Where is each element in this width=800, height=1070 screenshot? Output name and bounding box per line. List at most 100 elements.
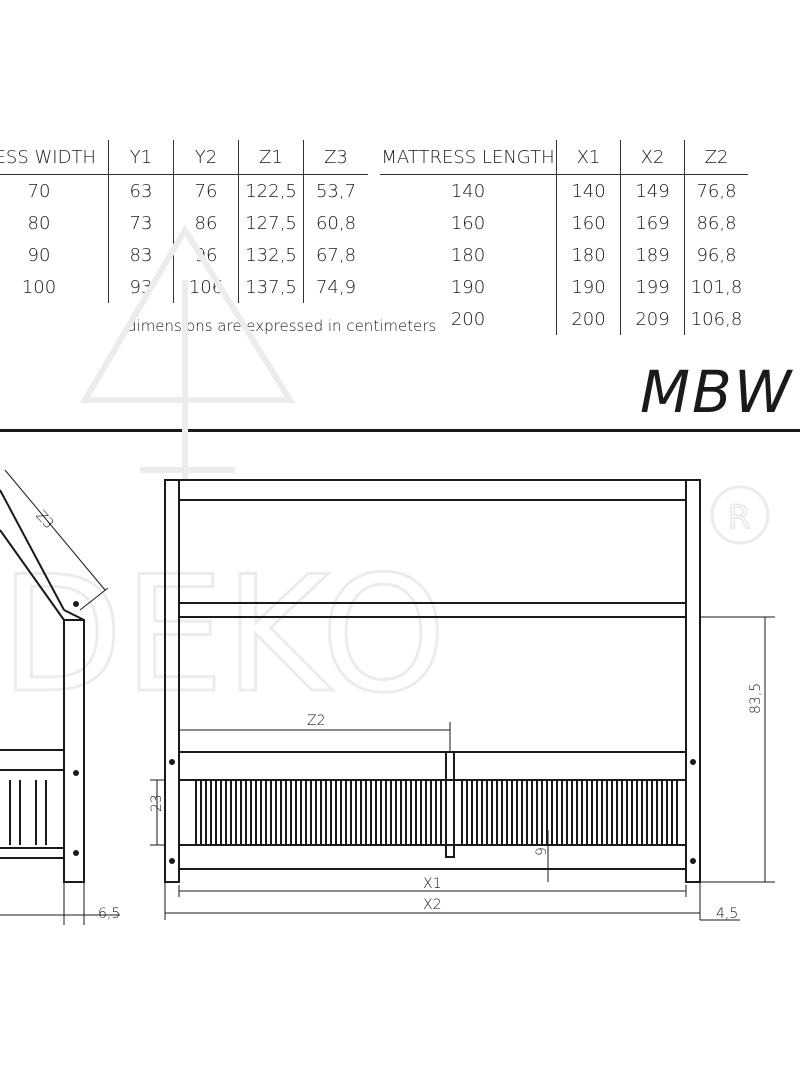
table-cell: 209 — [620, 303, 685, 335]
table-cell: 76 — [173, 174, 239, 207]
slat — [425, 779, 432, 846]
table-header-row: RESS WIDTH Y1 Y2 Z1 Z3 — [0, 140, 368, 175]
slat — [415, 779, 422, 846]
table-cell: 90 — [27, 244, 51, 266]
slat — [205, 779, 212, 846]
slat — [325, 779, 332, 846]
slat — [551, 779, 558, 846]
col-z2: Z2 — [684, 140, 748, 175]
slat — [651, 779, 658, 846]
table-cell: 70 — [27, 180, 51, 202]
slat — [601, 779, 608, 846]
table-cell: 53,7 — [303, 174, 368, 207]
table-row: 140 140 149 76,8 — [380, 174, 748, 207]
table-row: 100 93 106 137,5 74,9 — [0, 271, 368, 303]
table-row: 190 190 199 101,8 — [380, 271, 748, 303]
units-note: dimensions are expressed in centimeters — [127, 317, 437, 335]
slat — [255, 779, 262, 846]
table-cell: 86 — [173, 207, 239, 239]
table-cell: 149 — [620, 174, 685, 207]
slat — [305, 779, 312, 846]
table-cell: 199 — [620, 271, 685, 303]
slat — [661, 779, 668, 846]
watermark: DEKO R — [0, 224, 770, 730]
table-cell: 60,8 — [303, 207, 368, 239]
table-cell: 127,5 — [238, 207, 304, 239]
table-cell: 190 — [450, 276, 486, 298]
table-cell: 106,8 — [684, 303, 748, 335]
table-cell: 200 — [450, 308, 486, 330]
slat — [265, 779, 272, 846]
dim-6-5-label: 6,5 — [98, 906, 120, 922]
table-row: 180 180 189 96,8 — [380, 239, 748, 271]
slat — [501, 779, 508, 846]
slat-group — [195, 779, 678, 846]
slat — [405, 779, 412, 846]
slat — [235, 779, 242, 846]
section-divider — [0, 429, 800, 432]
table-cell: 189 — [620, 239, 685, 271]
slat — [315, 779, 322, 846]
table-cell: 160 — [450, 212, 486, 234]
col-z3: Z3 — [303, 140, 368, 175]
mattress-length-table: MATTRESS LENGTH X1 X2 Z2 140 140 149 76,… — [380, 140, 748, 335]
slat — [195, 779, 202, 846]
dimension-lines — [150, 616, 775, 921]
slat — [295, 779, 302, 846]
table-cell: 160 — [556, 207, 621, 239]
table-header-row: MATTRESS LENGTH X1 X2 Z2 — [380, 140, 748, 175]
table-cell: 80 — [27, 212, 51, 234]
table-row: 70 63 76 122,5 53,7 — [0, 174, 368, 207]
slat — [355, 779, 362, 846]
slat — [611, 779, 618, 846]
col-x2: X2 — [620, 140, 685, 175]
table-cell: 86,8 — [684, 207, 748, 239]
dim-4-5-label: 4,5 — [716, 906, 738, 922]
col-y1: Y1 — [108, 140, 174, 175]
slat — [671, 779, 678, 846]
svg-text:R: R — [728, 498, 750, 536]
slat — [471, 779, 478, 846]
slat — [461, 779, 468, 846]
slat — [365, 779, 372, 846]
table-cell: 180 — [556, 239, 621, 271]
dim-23-label: 23 — [149, 794, 165, 812]
slat — [631, 779, 638, 846]
table-cell: 63 — [108, 174, 174, 207]
dim-x2-label: X2 — [423, 897, 442, 913]
slat — [225, 779, 232, 846]
col-z1: Z1 — [238, 140, 304, 175]
dim-9-label: 9 — [534, 847, 550, 856]
table-cell: 122,5 — [238, 174, 304, 207]
table-cell: 74,9 — [303, 271, 368, 303]
dim-x1-label: X1 — [423, 876, 442, 892]
slat — [531, 779, 538, 846]
slat — [435, 779, 442, 846]
col-mattress-width: RESS WIDTH — [0, 140, 109, 175]
slat — [621, 779, 628, 846]
table-cell: 132,5 — [238, 239, 304, 271]
slat — [285, 779, 292, 846]
brand-logo: MBW — [640, 358, 794, 426]
table-cell: 100 — [21, 276, 57, 298]
table-cell: 137,5 — [238, 271, 304, 303]
slat — [561, 779, 568, 846]
slat — [375, 779, 382, 846]
slat — [395, 779, 402, 846]
table-row: 80 73 86 127,5 60,8 — [0, 207, 368, 239]
side-view — [0, 469, 120, 925]
col-mattress-length: MATTRESS LENGTH — [380, 140, 557, 175]
front-view — [164, 479, 701, 883]
dim-z3-label: Z3 — [32, 508, 56, 532]
dim-z2-label: Z2 — [307, 713, 326, 729]
table-cell: 140 — [556, 174, 621, 207]
svg-text:DEKO: DEKO — [0, 541, 446, 728]
slat — [275, 779, 282, 846]
slat — [511, 779, 518, 846]
table-cell: 96,8 — [684, 239, 748, 271]
slat — [385, 779, 392, 846]
dim-83-5-label: 83,5 — [748, 683, 764, 714]
col-y2: Y2 — [173, 140, 239, 175]
slat — [591, 779, 598, 846]
